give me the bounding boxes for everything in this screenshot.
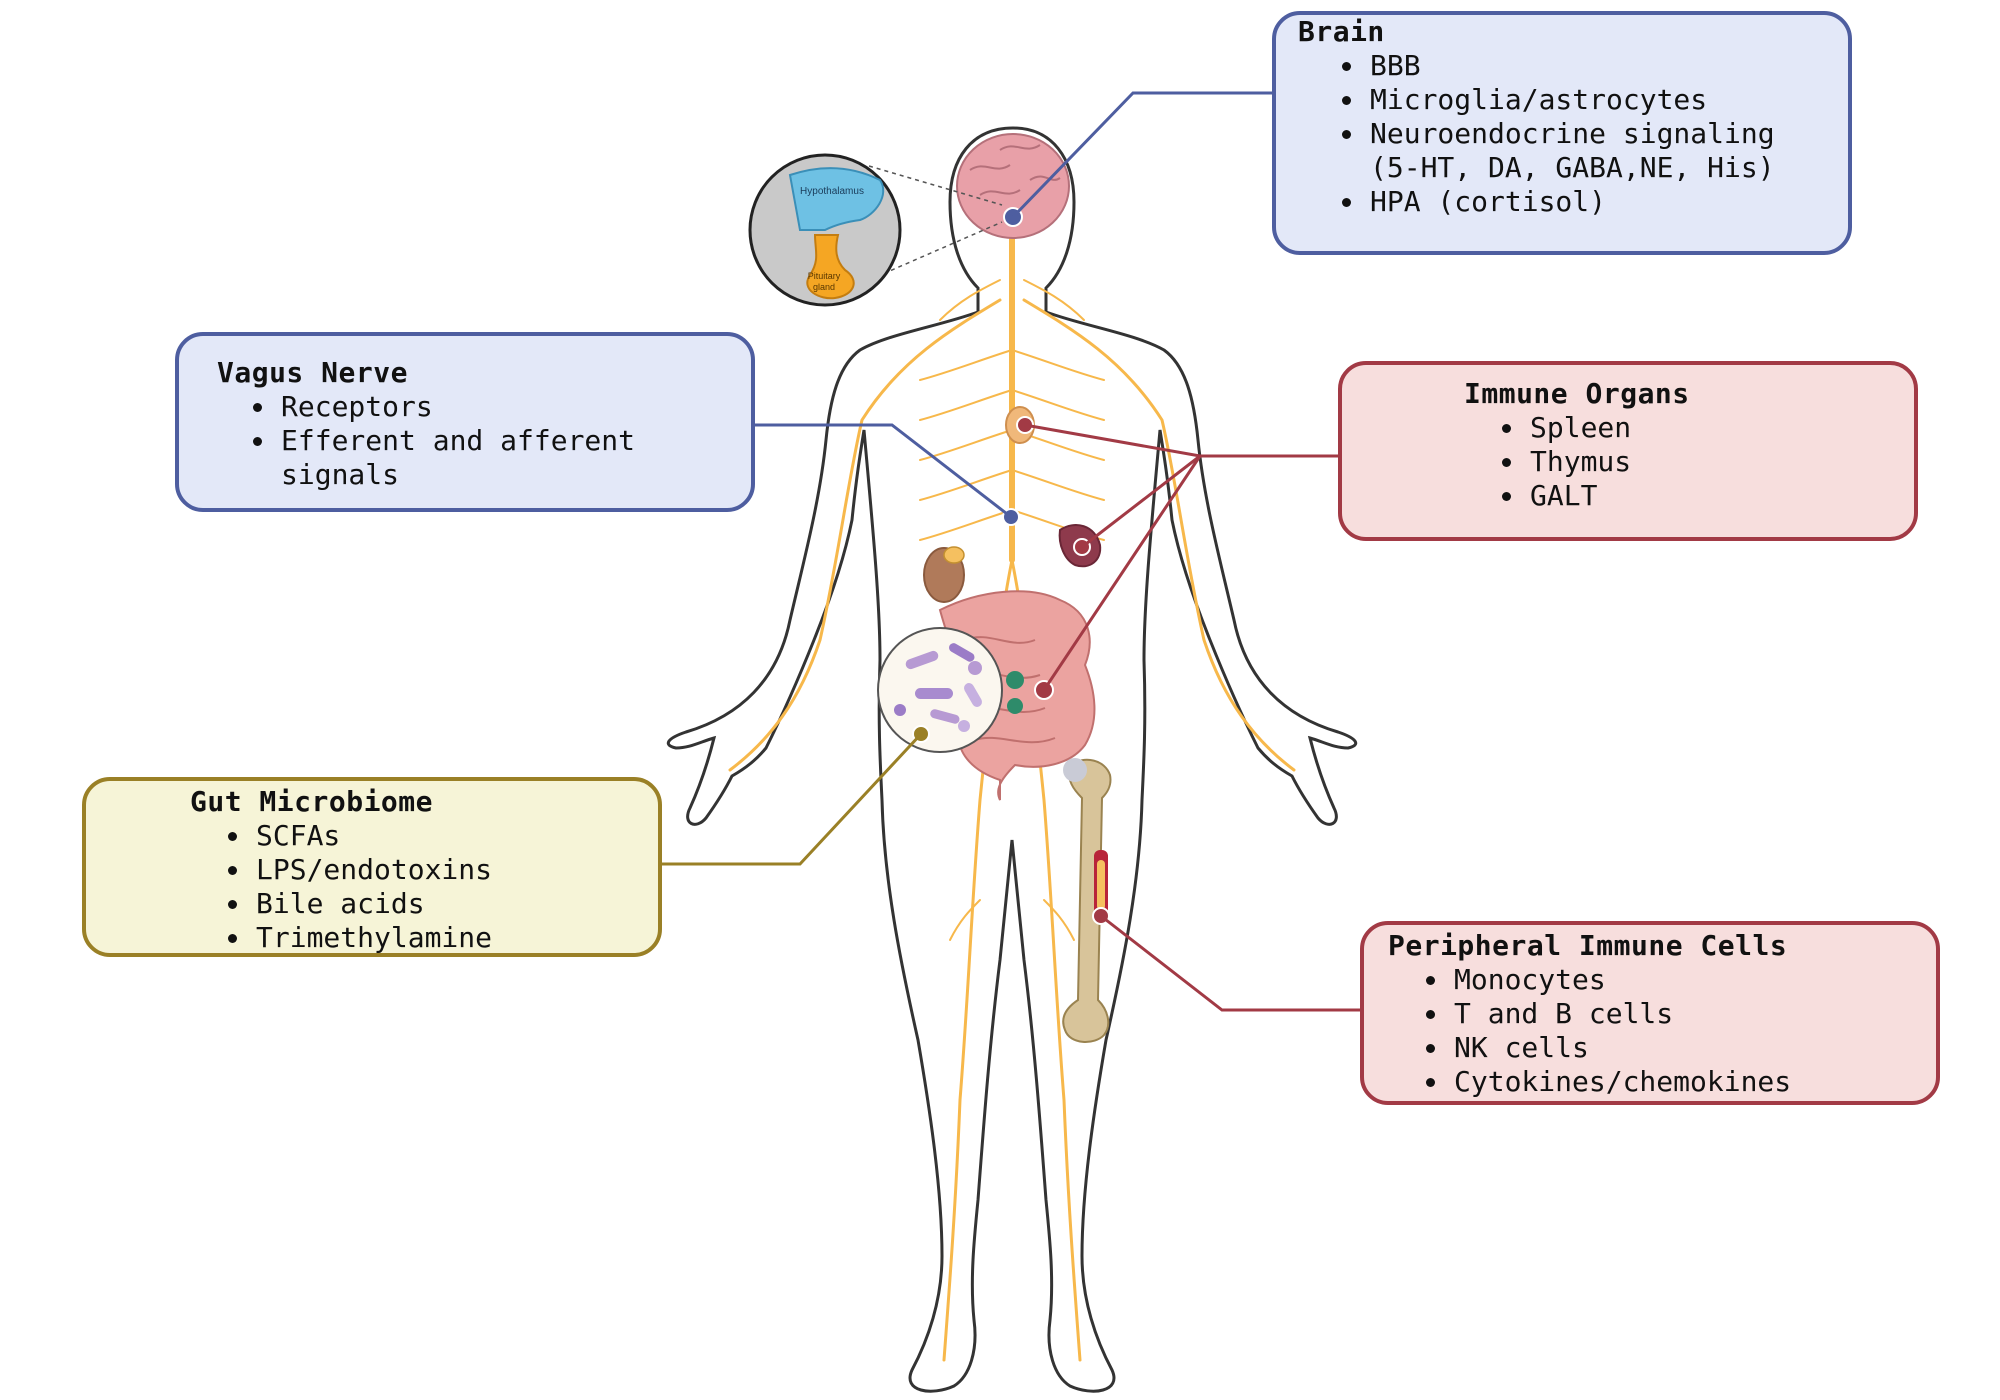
brain-title: Brain xyxy=(1298,15,1385,48)
pituitary-gland-label: gland xyxy=(813,282,835,292)
vagus-connector xyxy=(755,423,1012,519)
peripheral-list: Monocytes T and B cells NK cells Cytokin… xyxy=(1388,963,1926,1099)
gut-item-bile-acids: Bile acids xyxy=(252,887,640,921)
hypothalamus-inset: Hypothalamus Pituitary gland xyxy=(748,153,1003,307)
brain-item-neuroendocrine: Neuroendocrine signaling (5-HT, DA, GABA… xyxy=(1366,117,1832,185)
immune-organs-title: Immune Organs xyxy=(1464,377,1690,410)
immune-item-thymus: Thymus xyxy=(1526,445,1896,479)
thymus-organ xyxy=(1005,406,1035,444)
immune-item-spleen: Spleen xyxy=(1526,411,1896,445)
brain-list: BBB Microglia/astrocytes Neuroendocrine … xyxy=(1298,49,1832,219)
vagus-item-signals: Efferent and afferent signals xyxy=(277,424,733,492)
gut-microbiome-info-box: Gut Microbiome SCFAs LPS/endotoxins Bile… xyxy=(82,777,662,957)
gut-item-tma: Trimethylamine xyxy=(252,921,640,955)
brain-item-bbb: BBB xyxy=(1366,49,1832,83)
immune-organs-info-box: Immune Organs Spleen Thymus GALT xyxy=(1338,361,1918,541)
peripheral-item-nk-cells: NK cells xyxy=(1450,1031,1926,1065)
gut-connector xyxy=(662,732,923,866)
femur-bone xyxy=(1062,758,1112,1043)
spleen-connector xyxy=(1081,454,1201,549)
galt-connector xyxy=(1042,455,1202,691)
brain-organ xyxy=(956,133,1070,239)
vagus-title: Vagus Nerve xyxy=(217,356,408,389)
peripheral-item-monocytes: Monocytes xyxy=(1450,963,1926,997)
immune-item-galt: GALT xyxy=(1526,479,1896,513)
brain-item-glia: Microglia/astrocytes xyxy=(1366,83,1832,117)
vagus-info-box: Vagus Nerve Receptors Efferent and affer… xyxy=(175,332,755,512)
immune-organs-list: Spleen Thymus GALT xyxy=(1464,411,1896,513)
vagus-item-receptors: Receptors xyxy=(277,390,733,424)
kidney-organ xyxy=(923,546,965,603)
brain-info-box: Brain BBB Microglia/astrocytes Neuroendo… xyxy=(1272,11,1852,255)
gut-title: Gut Microbiome xyxy=(190,785,434,818)
peripheral-immune-info-box: Peripheral Immune Cells Monocytes T and … xyxy=(1360,921,1940,1105)
peripheral-item-cytokines: Cytokines/chemokines xyxy=(1450,1065,1926,1099)
peripheral-title: Peripheral Immune Cells xyxy=(1388,929,1788,962)
peripheral-item-tb-cells: T and B cells xyxy=(1450,997,1926,1031)
hypothalamus-label: Hypothalamus xyxy=(800,186,864,197)
gut-item-lps: LPS/endotoxins xyxy=(252,853,640,887)
brain-connector xyxy=(1011,91,1272,219)
brain-item-hpa: HPA (cortisol) xyxy=(1366,185,1832,219)
pituitary-label: Pituitary xyxy=(808,271,841,281)
microbiome-inset xyxy=(877,627,1003,753)
connectors xyxy=(662,91,1360,1012)
gut-item-scfas: SCFAs xyxy=(252,819,640,853)
peripheral-connector xyxy=(1100,914,1360,1012)
gut-list: SCFAs LPS/endotoxins Bile acids Trimethy… xyxy=(190,819,640,955)
vagus-list: Receptors Efferent and afferent signals xyxy=(217,390,733,492)
